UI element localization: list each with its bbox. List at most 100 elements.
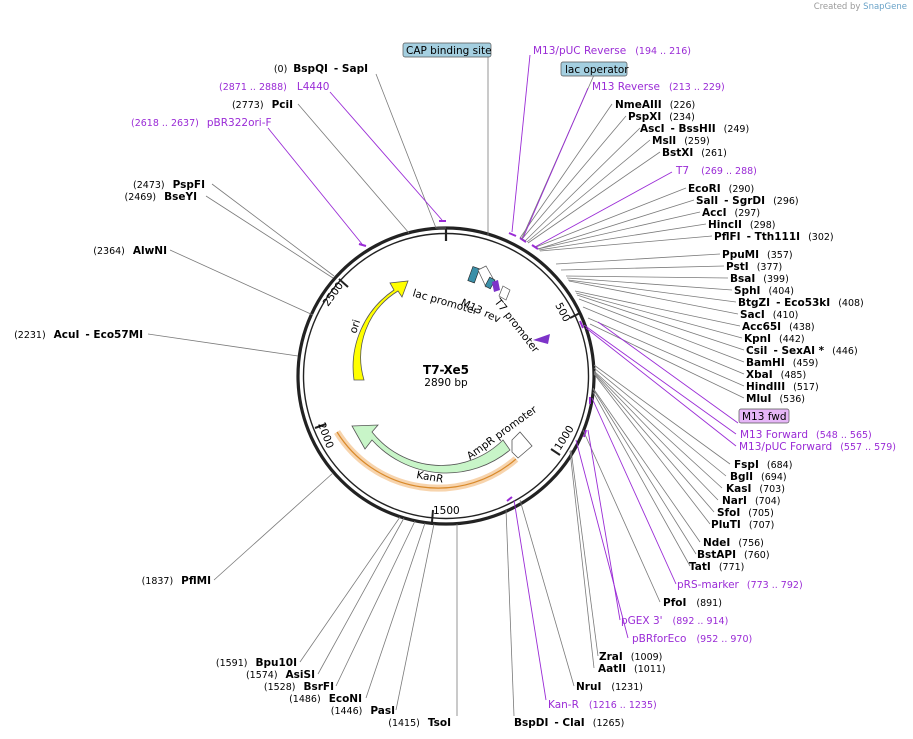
site-hincii[interactable]: HincII(298) (708, 219, 775, 231)
site-alwni[interactable]: (2364)AlwNI (93, 245, 167, 257)
site-btgzi[interactable]: BtgZI- Eco53kI(408) (738, 297, 864, 309)
site-mlui[interactable]: MluI(536) (746, 393, 805, 405)
site-sphi[interactable]: SphI(404) (734, 285, 794, 297)
site-ndei[interactable]: NdeI(756) (703, 537, 764, 549)
pleader-m13-forward (583, 324, 737, 435)
leader-pfoi (582, 429, 661, 603)
cap-binding-site-badge (402, 42, 492, 58)
primer-m13puc-forward[interactable]: M13/pUC Forward(557 .. 579) (739, 441, 896, 453)
primer-m13puc-reverse[interactable]: M13/pUC Reverse(194 .. 216) (533, 45, 691, 57)
tick-2000 (314, 423, 327, 429)
primer-pgex-3[interactable]: pGEX 3'(892 .. 914) (621, 615, 728, 627)
primer-prs-marker[interactable]: pRS-marker(773 .. 792) (677, 579, 803, 591)
site-bseyi[interactable]: (2469)BseYI (125, 191, 197, 203)
boxed-cap-binding-site[interactable]: CAP binding site (402, 42, 492, 58)
feature-lac-region[interactable]: lac promoter M13 rev T7 promoter (411, 265, 542, 356)
feature-ori[interactable]: ori (347, 280, 409, 381)
site-bstapi[interactable]: BstAPI(760) (697, 549, 770, 561)
site-tsoi[interactable]: (1415)TsoI (388, 717, 451, 729)
site-bsai[interactable]: BsaI(399) (730, 273, 789, 285)
site-acci[interactable]: AccI(297) (702, 207, 760, 219)
site-asci[interactable]: AscI- BssHII(249) (640, 123, 749, 135)
site-acc65i[interactable]: Acc65I(438) (742, 321, 815, 333)
primer-pbrforeco[interactable]: pBRforEco(952 .. 970) (632, 633, 752, 645)
site-sali[interactable]: SalI- SgrDI(296) (696, 195, 799, 207)
primer-kan-r[interactable]: Kan-R(1216 .. 1235) (548, 699, 657, 711)
site-fspi[interactable]: FspI(684) (734, 459, 792, 471)
site-pspfi[interactable]: (2473)PspFI (133, 179, 205, 191)
leader-acui (147, 333, 299, 357)
site-tati[interactable]: TatI(771) (689, 561, 744, 573)
leader-pspfi (211, 183, 335, 277)
pleader-prs-marker (591, 397, 677, 585)
site-psti[interactable]: PstI(377) (726, 261, 782, 273)
site-acui[interactable]: (2231)AcuI- Eco57MI (14, 329, 143, 341)
site-econi[interactable]: (1486)EcoNI (289, 693, 362, 705)
primer-l4440[interactable]: (2871 .. 2888)L4440 (219, 81, 329, 93)
site-pasi[interactable]: (1446)PasI (331, 705, 395, 717)
site-kpni[interactable]: KpnI(442) (744, 333, 805, 345)
site-nari[interactable]: NarI(704) (722, 495, 781, 507)
pleader-pbrforeco (575, 439, 629, 639)
feature-kanr[interactable]: KanR (334, 424, 519, 492)
leader-nrui (519, 499, 575, 687)
primer-m13-reverse[interactable]: M13 Reverse(213 .. 229) (592, 81, 725, 93)
leader-bsrfi (335, 520, 416, 687)
t7-promoter-arrow (498, 285, 511, 301)
site-pfoi[interactable]: PfoI(891) (663, 597, 722, 609)
pleader-m13-rev (522, 87, 589, 239)
site-bspqi[interactable]: (0)BspQI- SapI (274, 63, 368, 75)
site-nmeaiii[interactable]: NmeAIII(226) (615, 99, 695, 111)
leader-ndei (592, 387, 701, 543)
pleader-m13-fwd-box (597, 321, 739, 424)
site-bspdi[interactable]: BspDI- ClaI(1265) (514, 717, 624, 729)
marker-m13-fwd (579, 320, 584, 329)
site-zrai[interactable]: ZraI(1009) (599, 651, 662, 663)
site-bsrfi[interactable]: (1528)BsrFI (264, 681, 334, 693)
site-pflfi[interactable]: PflFI- Tth111I(302) (714, 231, 834, 243)
tick-1000 (550, 448, 561, 456)
site-kasi[interactable]: KasI(703) (726, 483, 785, 495)
ori-arrow (352, 280, 409, 381)
site-bpu10i[interactable]: (1591)Bpu10I (216, 657, 297, 669)
site-pflmi[interactable]: (1837)PflMI (142, 575, 211, 587)
cap-binding-site-label: CAP binding site (406, 45, 492, 57)
site-pcii[interactable]: (2773)PciI (232, 99, 293, 111)
primer-m13-forward[interactable]: M13 Forward(548 .. 565) (740, 429, 872, 441)
site-saci[interactable]: SacI(410) (740, 309, 798, 321)
site-aatii[interactable]: AatII(1011) (598, 663, 666, 675)
site-nrui[interactable]: NruI(1231) (576, 681, 643, 693)
pleader-kan-r (513, 499, 547, 701)
pleader-l4440 (329, 91, 443, 221)
tick-500 (569, 312, 581, 319)
pleader-m13puc-fwd (585, 327, 737, 447)
site-bstxi[interactable]: BstXI(261) (662, 147, 727, 159)
leader-econi (365, 522, 426, 699)
site-ppumi[interactable]: PpuMI(357) (722, 249, 793, 261)
leader-bamhi (578, 298, 745, 363)
site-msli[interactable]: MslI(259) (652, 135, 710, 147)
leader-msli (526, 139, 651, 243)
site-xbai[interactable]: XbaI(485) (746, 369, 806, 381)
site-ecori[interactable]: EcoRI(290) (688, 183, 754, 195)
leader-sfoi (593, 372, 715, 513)
lac-operator-badge (560, 61, 628, 77)
leader-fspi (593, 364, 731, 465)
site-bamhi[interactable]: BamHI(459) (746, 357, 818, 369)
leader-asci (524, 127, 641, 242)
site-bgli[interactable]: BglI(694) (730, 471, 787, 483)
boxed-m13-fwd[interactable]: M13 fwd (738, 408, 790, 424)
leader-bspqi (375, 73, 446, 229)
site-pspxi[interactable]: PspXI(234) (628, 111, 695, 123)
site-hindiii[interactable]: HindIII(517) (746, 381, 819, 393)
boxed-lac-operator[interactable]: lac operator (560, 61, 629, 77)
site-sfoi[interactable]: SfoI(705) (717, 507, 774, 519)
primer-t7[interactable]: T7(269 .. 288) (675, 165, 757, 177)
marker-kanr-primer (506, 496, 513, 502)
right-site-labels: NmeAIII(226) PspXI(234) AscI- BssHII(249… (514, 99, 864, 729)
leader-acci (537, 211, 701, 250)
primer-pbr322ori-f[interactable]: (2618 .. 2637)pBR322ori-F (131, 117, 272, 129)
site-csii[interactable]: CsiI- SexAI *(446) (746, 345, 858, 357)
site-asisi[interactable]: (1574)AsiSI (246, 669, 315, 681)
site-pluti[interactable]: PluTI(707) (711, 519, 774, 531)
